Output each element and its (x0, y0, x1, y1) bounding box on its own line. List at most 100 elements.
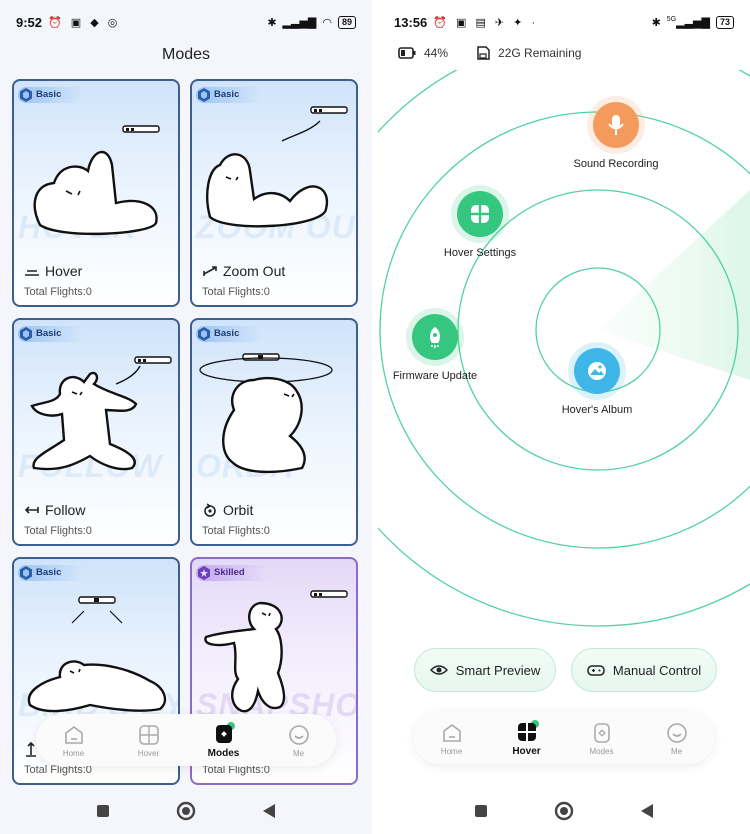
nav-me[interactable]: Me (271, 723, 327, 758)
modes-icon (215, 721, 235, 743)
total-flights: Total Flights:0 (202, 764, 270, 776)
hexagon-badge-icon (20, 88, 32, 102)
tier-badge: Basic (18, 326, 84, 342)
hexagon-badge-icon (198, 88, 210, 102)
album-icon (588, 362, 606, 380)
tier-badge: Basic (196, 326, 262, 342)
manual-control-button[interactable]: Manual Control (571, 648, 717, 692)
character-illustration (33, 151, 158, 236)
follow-arrow-icon (24, 506, 39, 514)
device-battery-percent: 44% (424, 46, 449, 60)
nav-hover[interactable]: Hover (121, 723, 177, 758)
recents-button[interactable] (474, 804, 488, 823)
home-icon (442, 723, 461, 742)
bluetooth-icon: ✱ (651, 16, 661, 29)
feature-hovers-album[interactable]: Hover's Album (532, 342, 662, 416)
mode-card-hover[interactable]: HOVER Basic Hover Total Flights:0 (12, 79, 180, 307)
drone-icon (122, 125, 160, 133)
device-battery-icon (398, 47, 416, 59)
nav-home[interactable]: Home (424, 721, 480, 756)
drone-icon (310, 106, 348, 114)
mode-title: Zoom Out (202, 263, 285, 279)
device-info: 44% 22G Remaining (398, 46, 581, 60)
character-illustration (27, 610, 167, 713)
modes-icon (593, 722, 610, 743)
battery-icon: 89 (337, 15, 356, 29)
divider (372, 0, 378, 834)
hover-drone-icon (517, 719, 539, 741)
me-icon (666, 722, 687, 743)
total-flights: Total Flights:0 (202, 286, 270, 298)
feature-firmware-update[interactable]: Firmware Update (378, 308, 500, 382)
mode-card-follow[interactable]: FOLLOW Basic Follow Total Flights:0 (12, 318, 180, 546)
mode-title: Orbit (202, 502, 253, 518)
bottom-nav: Home Hover Modes Me (36, 714, 336, 766)
nav-home[interactable]: Home (46, 723, 102, 758)
birds-eye-arrow-icon (26, 741, 36, 757)
feature-sound-recording[interactable]: Sound Recording (551, 96, 681, 170)
home-icon (64, 725, 83, 744)
total-flights: Total Flights:0 (24, 525, 92, 537)
notification-icons: ⏰ ▣ ◆ ◎ (48, 16, 121, 29)
mode-title: Hover (24, 263, 82, 279)
total-flights: Total Flights:0 (202, 525, 270, 537)
total-flights: Total Flights:0 (24, 286, 92, 298)
mode-card-orbit[interactable]: ORBIT Basic Orbit Total Flights:0 (190, 318, 358, 546)
tier-badge: Basic (196, 87, 262, 103)
microphone-icon (608, 115, 624, 135)
hover-line-icon (25, 270, 39, 276)
mode-title (24, 741, 43, 757)
modes-screen: 9:52 ⏰ ▣ ◆ ◎ ✱ ▂▃▅▇ ◠ 89 Modes HOVER Bas… (0, 0, 372, 834)
drone-icon (78, 596, 116, 604)
bluetooth-icon: ✱ (267, 16, 277, 29)
storage-remaining: 22G Remaining (498, 46, 582, 60)
zoom-out-arrow-icon (203, 266, 217, 276)
system-nav-bar (378, 798, 750, 828)
total-flights: Total Flights:0 (24, 764, 92, 776)
character-illustration (206, 120, 329, 228)
hexagon-badge-icon (20, 566, 32, 580)
nav-me[interactable]: Me (649, 721, 705, 756)
nav-modes[interactable]: Modes (196, 721, 252, 759)
notification-icons: ⏰ ▣ ▤ ✈ ✦ · (433, 16, 539, 29)
status-time: 13:56 (394, 14, 428, 30)
battery-icon: 73 (715, 15, 734, 29)
tier-badge: Skilled (196, 565, 267, 581)
tier-badge: Basic (18, 87, 84, 103)
hover-settings-icon (471, 205, 489, 223)
hexagon-badge-icon (198, 327, 210, 341)
smart-preview-button[interactable]: Smart Preview (414, 648, 556, 692)
back-button[interactable] (640, 803, 654, 824)
page-title: Modes (161, 46, 211, 63)
character-illustration (199, 357, 333, 474)
nav-hover[interactable]: Hover (499, 719, 555, 757)
hexagon-badge-icon (20, 327, 32, 341)
signal-icon: 5G▂▃▅▇ (666, 15, 710, 29)
character-illustration (204, 601, 286, 713)
wifi-icon: ◠ (322, 16, 332, 29)
mode-card-zoom-out[interactable]: ZOOM OUT Basic Zoom Out Total Flights:0 (190, 79, 358, 307)
status-bar: 9:52 ⏰ ▣ ◆ ◎ ✱ ▂▃▅▇ ◠ 89 (0, 0, 372, 44)
system-nav-bar (0, 798, 372, 828)
recents-button[interactable] (96, 804, 110, 823)
signal-icon: ▂▃▅▇ (282, 16, 317, 29)
status-bar: 13:56 ⏰ ▣ ▤ ✈ ✦ · ✱ 5G▂▃▅▇ 73 (378, 0, 750, 44)
eye-icon (429, 665, 448, 675)
home-system-button[interactable] (176, 801, 196, 826)
star-badge-icon (198, 566, 210, 580)
feature-hover-settings[interactable]: Hover Settings (415, 185, 545, 259)
bottom-nav: Home Hover Modes Me (414, 712, 714, 764)
hover-screen: 13:56 ⏰ ▣ ▤ ✈ ✦ · ✱ 5G▂▃▅▇ 73 44% 22G Re… (378, 0, 750, 834)
back-button[interactable] (262, 803, 276, 824)
mode-title: Follow (24, 502, 85, 518)
status-time: 9:52 (16, 14, 43, 30)
tier-badge: Basic (18, 565, 84, 581)
storage-icon (477, 46, 490, 60)
rocket-icon (430, 327, 440, 348)
home-system-button[interactable] (554, 801, 574, 826)
nav-modes[interactable]: Modes (574, 721, 630, 756)
orbit-circle-icon (204, 503, 216, 517)
gamepad-icon (587, 665, 605, 676)
character-illustration (30, 365, 141, 471)
me-icon (288, 724, 309, 745)
